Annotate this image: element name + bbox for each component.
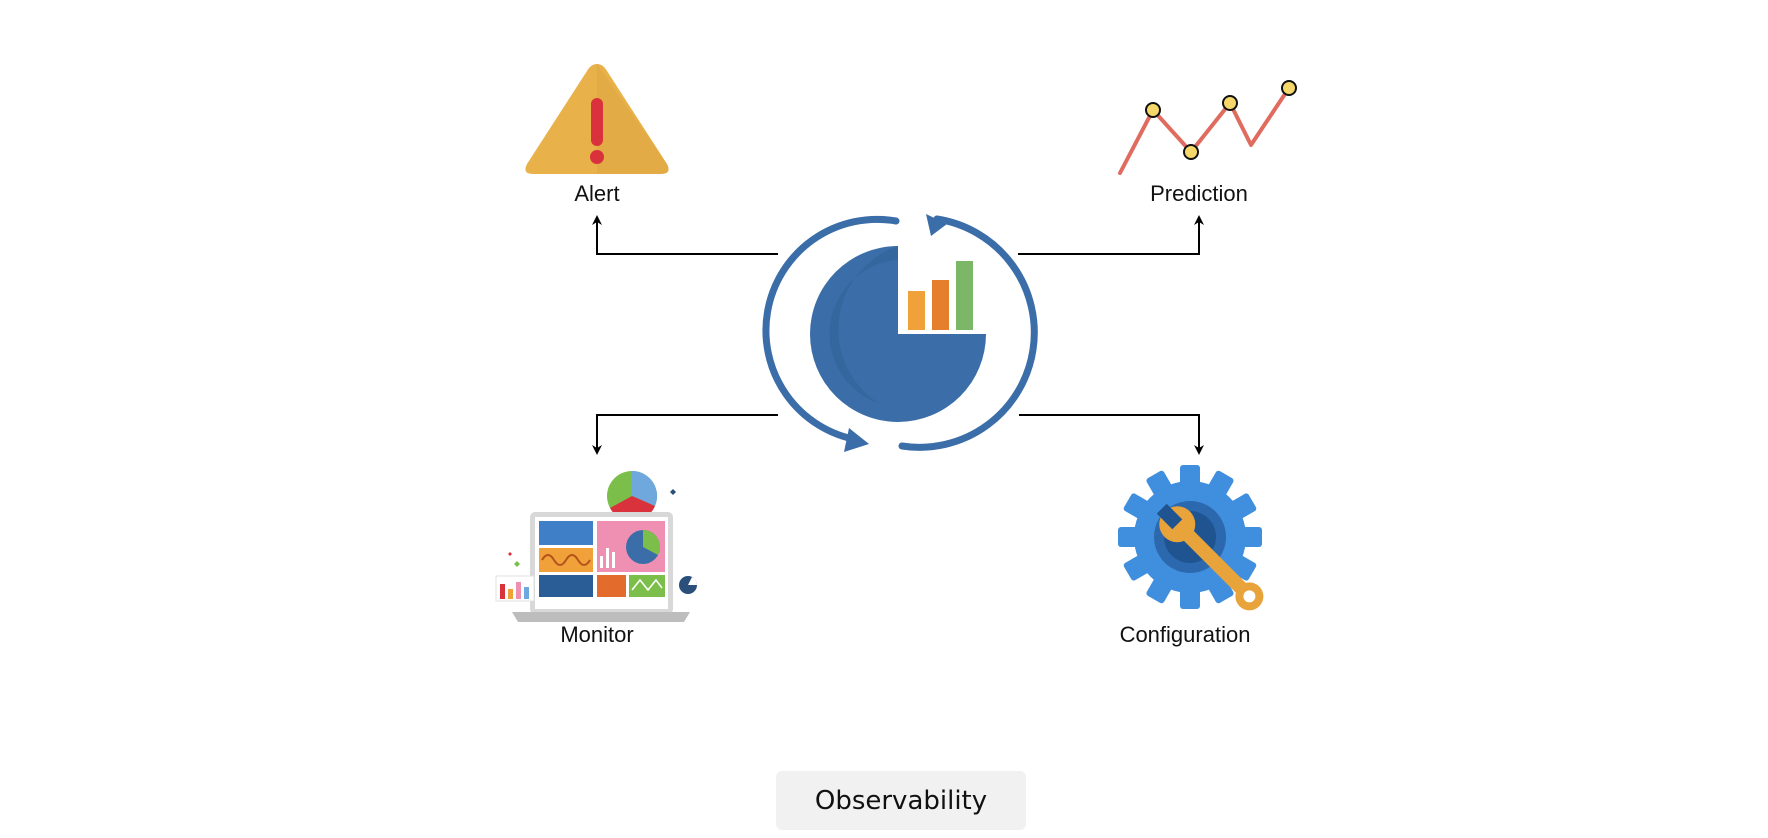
connector-to-alert <box>592 215 778 255</box>
trend-point <box>1145 102 1161 118</box>
monitor-label: Monitor <box>560 622 634 647</box>
connectors <box>592 215 1204 455</box>
cycle-arrowhead-top <box>926 214 947 236</box>
bar-orange-light <box>908 291 925 330</box>
trend-point <box>1183 144 1199 160</box>
laptop-dashboard-icon <box>495 470 697 622</box>
trend-point <box>1281 80 1297 96</box>
pie-body <box>810 246 986 422</box>
prediction-label: Prediction <box>1150 181 1248 206</box>
trend-line-icon <box>1118 80 1297 175</box>
diagram-caption: Observability <box>776 771 1026 830</box>
cycle-arc-left <box>762 215 900 444</box>
alert-label: Alert <box>574 181 620 206</box>
observability-chart-cycle-icon <box>762 214 1038 452</box>
bar-green <box>956 261 973 330</box>
gear-wrench-icon <box>1118 465 1264 611</box>
cycle-arrowhead-bottom <box>844 428 869 452</box>
connector-to-configuration <box>1019 414 1204 455</box>
bar-orange <box>932 280 949 330</box>
trend-point <box>1222 95 1238 111</box>
cycle-arc-right <box>898 215 1038 451</box>
connector-to-prediction <box>1018 215 1204 255</box>
connector-to-monitor <box>592 414 778 455</box>
caption-text: Observability <box>814 785 988 816</box>
configuration-label: Configuration <box>1119 622 1251 647</box>
warning-triangle-icon <box>525 64 669 174</box>
